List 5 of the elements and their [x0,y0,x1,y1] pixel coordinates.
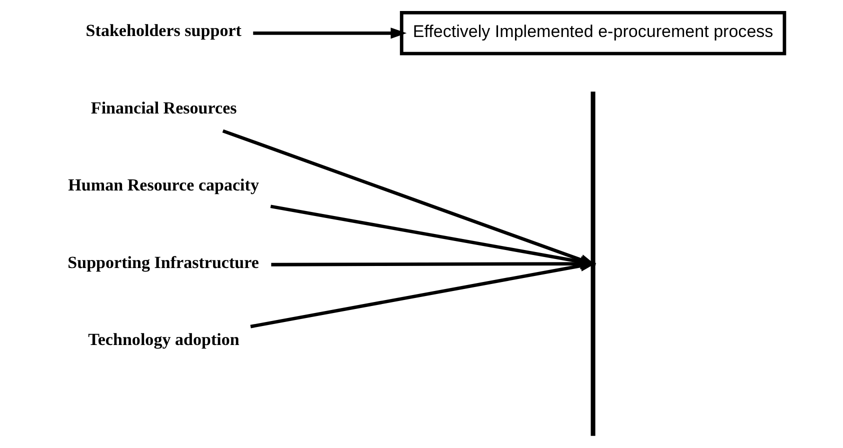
node-text: Supporting Infrastructure [68,252,259,272]
node-text: Human Resource capacity [68,175,259,194]
node-text: Financial Resources [90,98,237,118]
node-text: Stakeholders support [86,20,242,40]
node-text: Technology adoption [88,330,240,349]
